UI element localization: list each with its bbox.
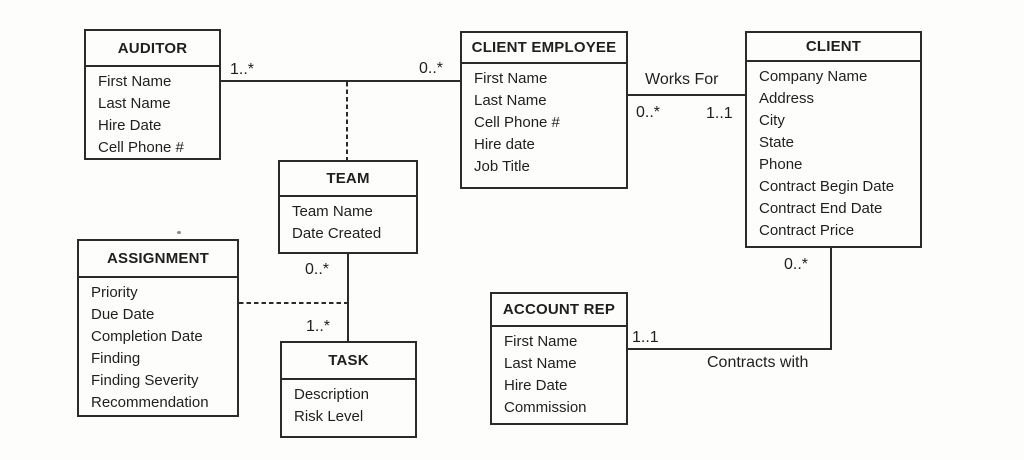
entity-team: TEAM Team Name Date Created [278, 160, 418, 254]
attribute-row: Contract End Date [759, 200, 883, 217]
attribute-row: Last Name [504, 355, 577, 372]
attribute-row: Job Title [474, 158, 530, 175]
attribute-row: First Name [504, 333, 578, 350]
cardinality-contractswith-client-side: 0..* [784, 256, 809, 273]
attribute-row: Commission [504, 399, 587, 416]
attribute-row: Date Created [292, 225, 382, 242]
attribute-row: Cell Phone # [474, 114, 560, 131]
attribute-row: Last Name [474, 92, 547, 109]
attribute-row: Company Name [759, 68, 868, 85]
entity-auditor-attributes: First Name Last Name Hire Date Cell Phon… [86, 67, 219, 159]
entity-client-attributes: Company Name Address City State Phone Co… [747, 62, 920, 242]
cardinality-worksfor-client-side: 1..1 [706, 105, 733, 122]
cardinality-auditor-side: 1..* [230, 61, 255, 78]
attribute-row: Finding Severity [91, 372, 199, 389]
attribute-row: Completion Date [91, 328, 203, 345]
entity-team-title: TEAM [280, 162, 416, 197]
attribute-row: Phone [759, 156, 803, 173]
entity-task: TASK Description Risk Level [280, 341, 417, 438]
entity-assignment-attributes: Priority Due Date Completion Date Findin… [79, 278, 237, 414]
attribute-row: City [759, 112, 785, 129]
entity-client: CLIENT Company Name Address City State P… [745, 31, 922, 248]
attribute-row: Hire Date [504, 377, 568, 394]
relationship-label-works-for: Works For [645, 71, 719, 88]
attribute-row: Finding [91, 350, 141, 367]
relationship-line-contracts-with [628, 248, 832, 350]
attribute-row: Priority [91, 284, 138, 301]
attribute-row: State [759, 134, 795, 151]
scan-artifact-dot [177, 231, 181, 234]
cardinality-contractswith-accountrep-side: 1..1 [632, 329, 659, 346]
attribute-row: Contract Begin Date [759, 178, 895, 195]
entity-account-rep-title: ACCOUNT REP [492, 294, 626, 327]
relationship-label-contracts-with: Contracts with [707, 354, 809, 371]
attribute-row: First Name [474, 70, 548, 87]
attribute-row: Address [759, 90, 815, 107]
entity-auditor-title: AUDITOR [86, 31, 219, 67]
attribute-row: Team Name [292, 203, 373, 220]
entity-client-employee-title: CLIENT EMPLOYEE [462, 33, 626, 64]
cardinality-clientemployee-side: 0..* [419, 60, 444, 77]
entity-account-rep-attributes: First Name Last Name Hire Date Commissio… [492, 327, 626, 419]
attribute-row: Risk Level [294, 408, 364, 425]
cardinality-task-side: 1..* [306, 318, 331, 335]
entity-assignment-title: ASSIGNMENT [79, 241, 237, 278]
attribute-row: Hire Date [98, 117, 162, 134]
entity-assignment: ASSIGNMENT Priority Due Date Completion … [77, 239, 239, 417]
cardinality-team-side: 0..* [305, 261, 330, 278]
attribute-row: Last Name [98, 95, 171, 112]
entity-account-rep: ACCOUNT REP First Name Last Name Hire Da… [490, 292, 628, 425]
entity-task-title: TASK [282, 343, 415, 380]
entity-task-attributes: Description Risk Level [282, 380, 415, 428]
attribute-row: Due Date [91, 306, 155, 323]
attribute-row: First Name [98, 73, 172, 90]
cardinality-worksfor-clientemployee-side: 0..* [636, 104, 661, 121]
attribute-row: Recommendation [91, 394, 209, 411]
attribute-row: Contract Price [759, 222, 855, 239]
entity-client-employee-attributes: First Name Last Name Cell Phone # Hire d… [462, 64, 626, 178]
attribute-row: Description [294, 386, 370, 403]
entity-client-title: CLIENT [747, 33, 920, 62]
entity-auditor: AUDITOR First Name Last Name Hire Date C… [84, 29, 221, 160]
entity-client-employee: CLIENT EMPLOYEE First Name Last Name Cel… [460, 31, 628, 189]
entity-team-attributes: Team Name Date Created [280, 197, 416, 245]
attribute-row: Hire date [474, 136, 535, 153]
attribute-row: Cell Phone # [98, 139, 184, 156]
